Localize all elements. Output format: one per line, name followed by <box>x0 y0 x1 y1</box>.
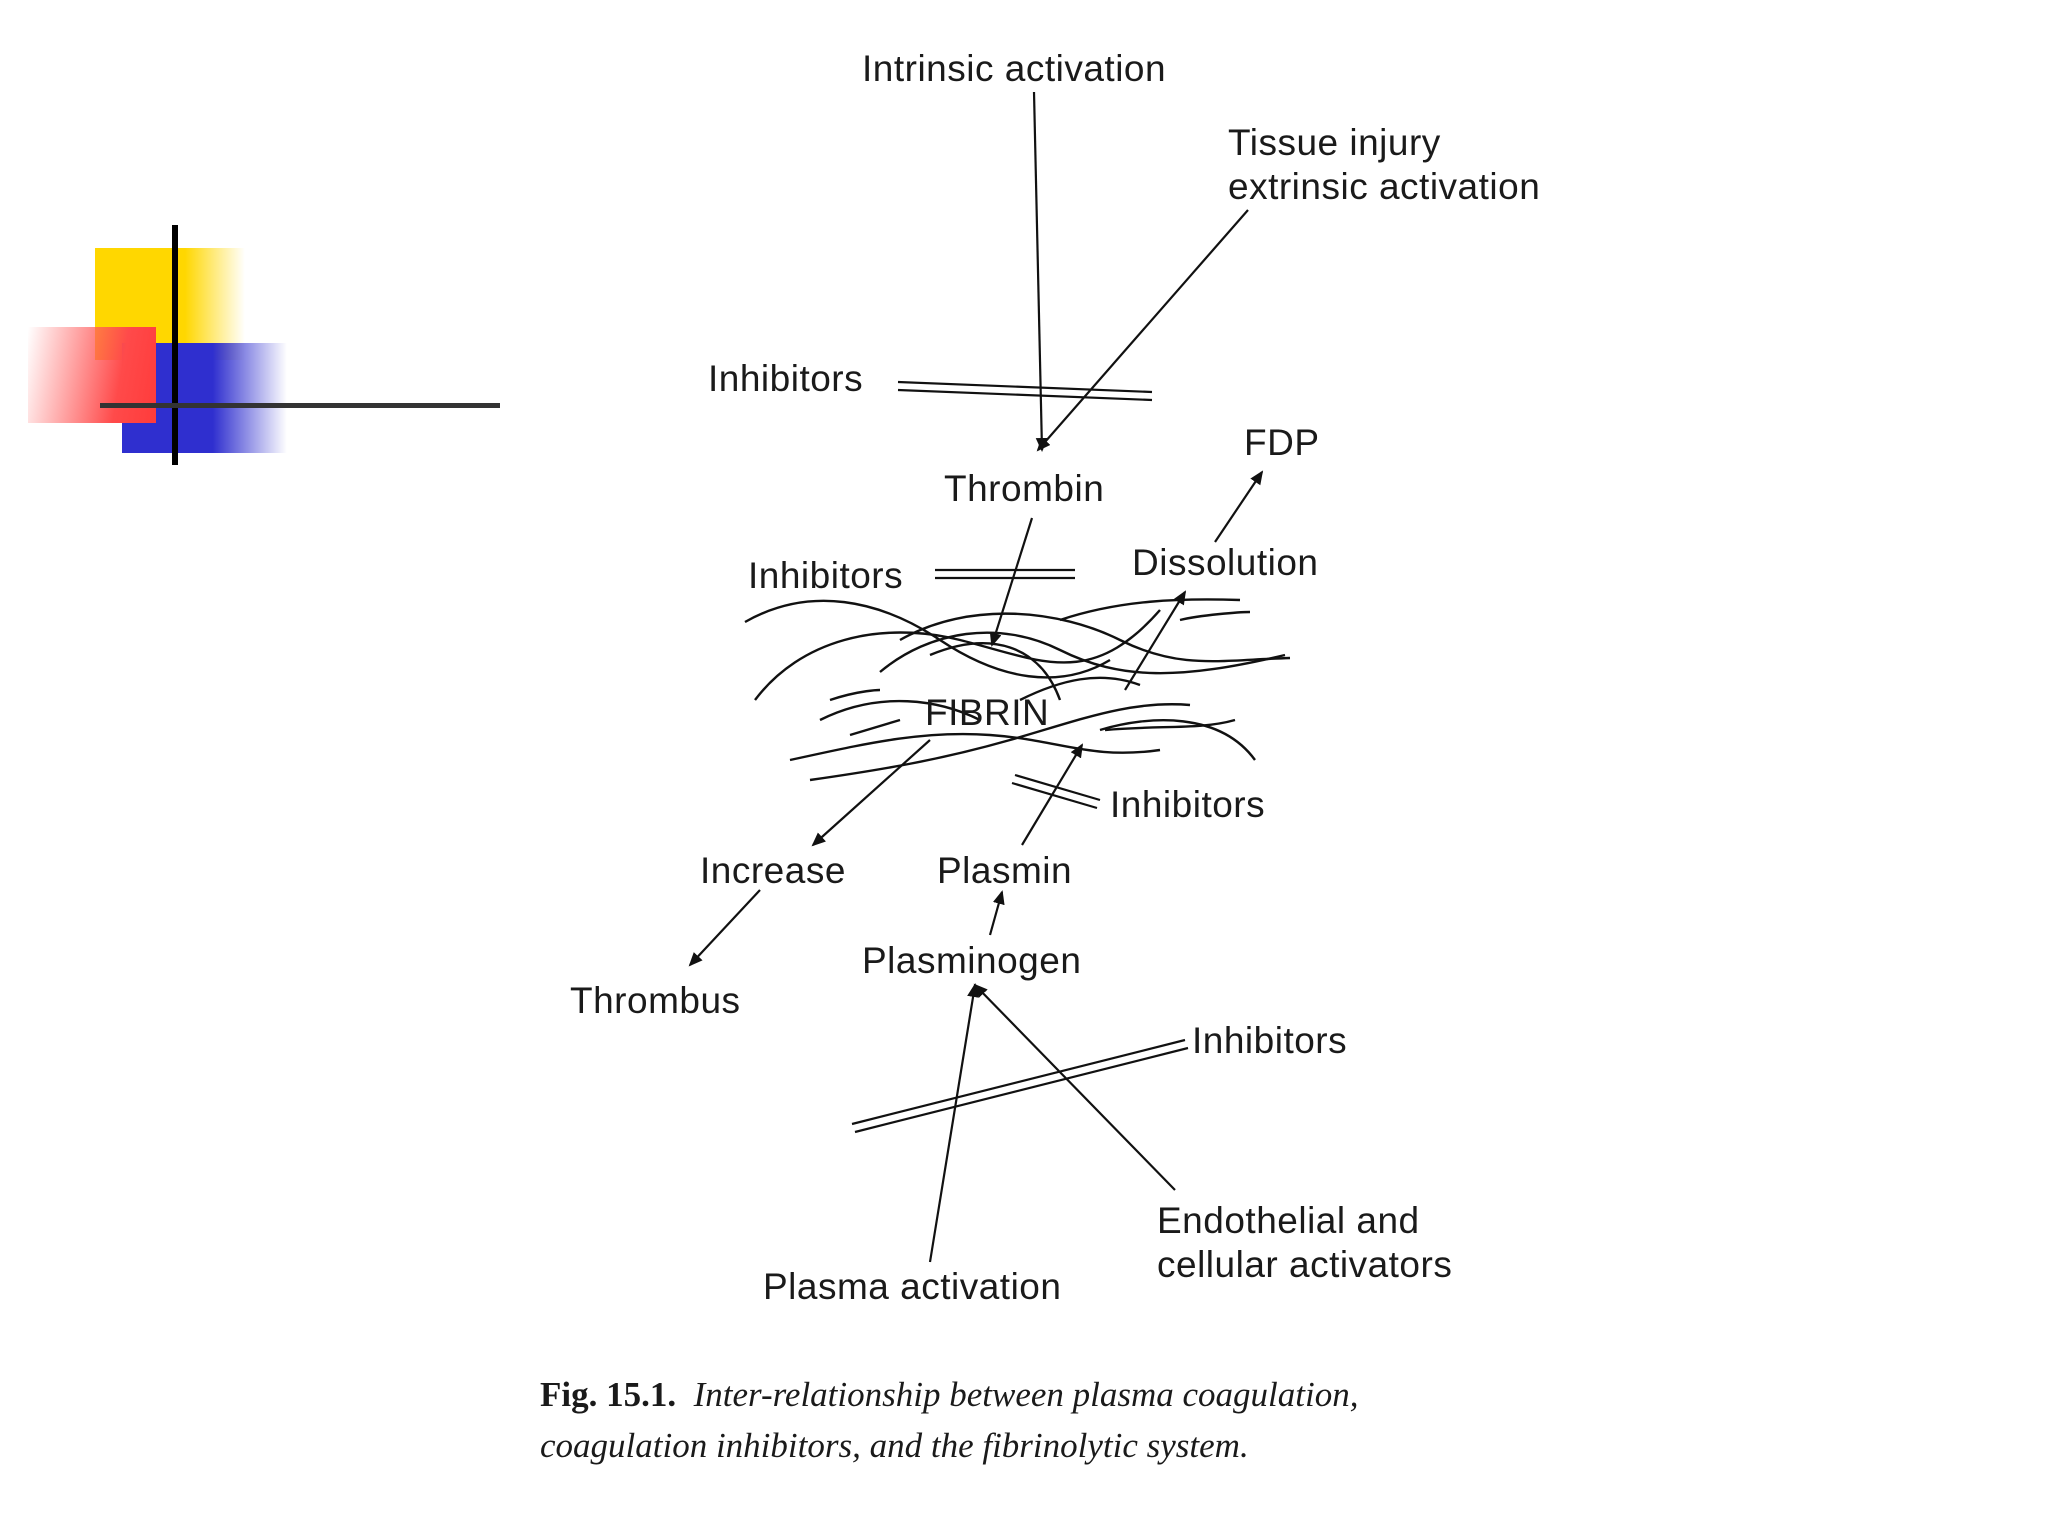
label-plasminogen: Plasminogen <box>862 940 1082 981</box>
deco-horizontal-line <box>100 403 500 408</box>
label-dissolution: Dissolution <box>1132 542 1319 583</box>
label-increase: Increase <box>700 850 846 891</box>
arrow-thrombin-to-fibrin <box>989 517 1034 647</box>
label-endothelial: Endothelial and <box>1157 1200 1420 1241</box>
inhibitor-bar-top-a <box>897 380 1153 394</box>
arrow-plasma-to-plasminogen <box>928 983 979 1263</box>
label-extrinsic-activation: extrinsic activation <box>1228 166 1541 207</box>
arrow-plasminogen-to-plasmin <box>988 890 1005 936</box>
inhibitor-bar-third-a <box>1014 773 1101 802</box>
label-tissue-injury: Tissue injury <box>1228 122 1441 163</box>
inhibitor-bar-bottom-a <box>851 1038 1186 1126</box>
slide-decoration <box>0 0 520 470</box>
label-cellular-activators: cellular activators <box>1157 1244 1453 1285</box>
arrow-intrinsic-to-thrombin <box>1032 91 1048 452</box>
label-inhibitors-third: Inhibitors <box>1110 784 1266 825</box>
label-plasma-activation: Plasma activation <box>763 1266 1062 1307</box>
arrow-dissolution-to-fdp <box>1214 470 1264 543</box>
label-plasmin: Plasmin <box>937 850 1073 891</box>
arrow-tissue-to-thrombin <box>1036 209 1249 452</box>
fibrin-mesh <box>744 598 1291 782</box>
inhibitor-bar-bottom-b <box>854 1046 1189 1134</box>
deco-vertical-line <box>172 225 178 465</box>
arrow-fibrin-to-dissolution <box>1124 590 1187 691</box>
label-intrinsic-activation: Intrinsic activation <box>862 48 1167 89</box>
arrow-endothelial-to-plasminogen <box>973 983 1176 1191</box>
label-fibrin: FIBRIN <box>925 692 1050 733</box>
label-fdp: FDP <box>1244 422 1320 463</box>
label-inhibitors-bottom: Inhibitors <box>1192 1020 1348 1061</box>
figure-caption: Fig. 15.1. Inter-relationship between pl… <box>540 1370 1520 1472</box>
arrow-fibrin-to-increase <box>811 739 931 847</box>
label-inhibitors-top: Inhibitors <box>708 358 864 399</box>
caption-text: Inter-relationship between plasma coagul… <box>540 1375 1359 1465</box>
caption-fig-number: Fig. 15.1. <box>540 1375 677 1414</box>
inhibitor-bar-top-b <box>897 388 1153 402</box>
label-thrombin: Thrombin <box>944 468 1105 509</box>
label-thrombus: Thrombus <box>570 980 741 1021</box>
label-inhibitors-second: Inhibitors <box>748 555 904 596</box>
arrow-increase-to-thrombus <box>688 889 761 967</box>
inhibitor-bar-third-b <box>1011 781 1098 810</box>
